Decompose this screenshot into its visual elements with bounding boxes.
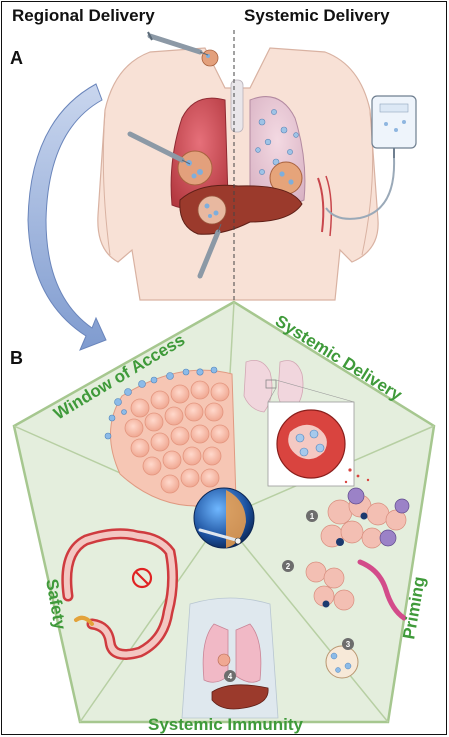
liver-tumor — [198, 196, 226, 224]
label-systemic-immunity: Systemic Immunity — [148, 715, 303, 734]
neck-tumor — [202, 50, 218, 66]
center-injection-sphere — [194, 488, 254, 548]
regional-delivery-title: Regional Delivery — [12, 6, 155, 26]
lung-tumor-left — [178, 151, 212, 185]
systemic-delivery-title: Systemic Delivery — [244, 6, 390, 26]
magnified-tumor — [268, 402, 369, 486]
svg-text:1: 1 — [310, 512, 315, 521]
svg-text:4: 4 — [228, 672, 233, 681]
svg-text:3: 3 — [346, 640, 351, 649]
systemic-immunity-torso: 4 — [182, 598, 278, 718]
panel-a-letter: A — [10, 48, 23, 69]
curved-arrow-icon — [28, 84, 106, 350]
svg-text:2: 2 — [286, 562, 291, 571]
panel-b-letter: B — [10, 348, 23, 369]
panel-a-illustration — [28, 30, 416, 350]
trachea — [231, 80, 243, 132]
